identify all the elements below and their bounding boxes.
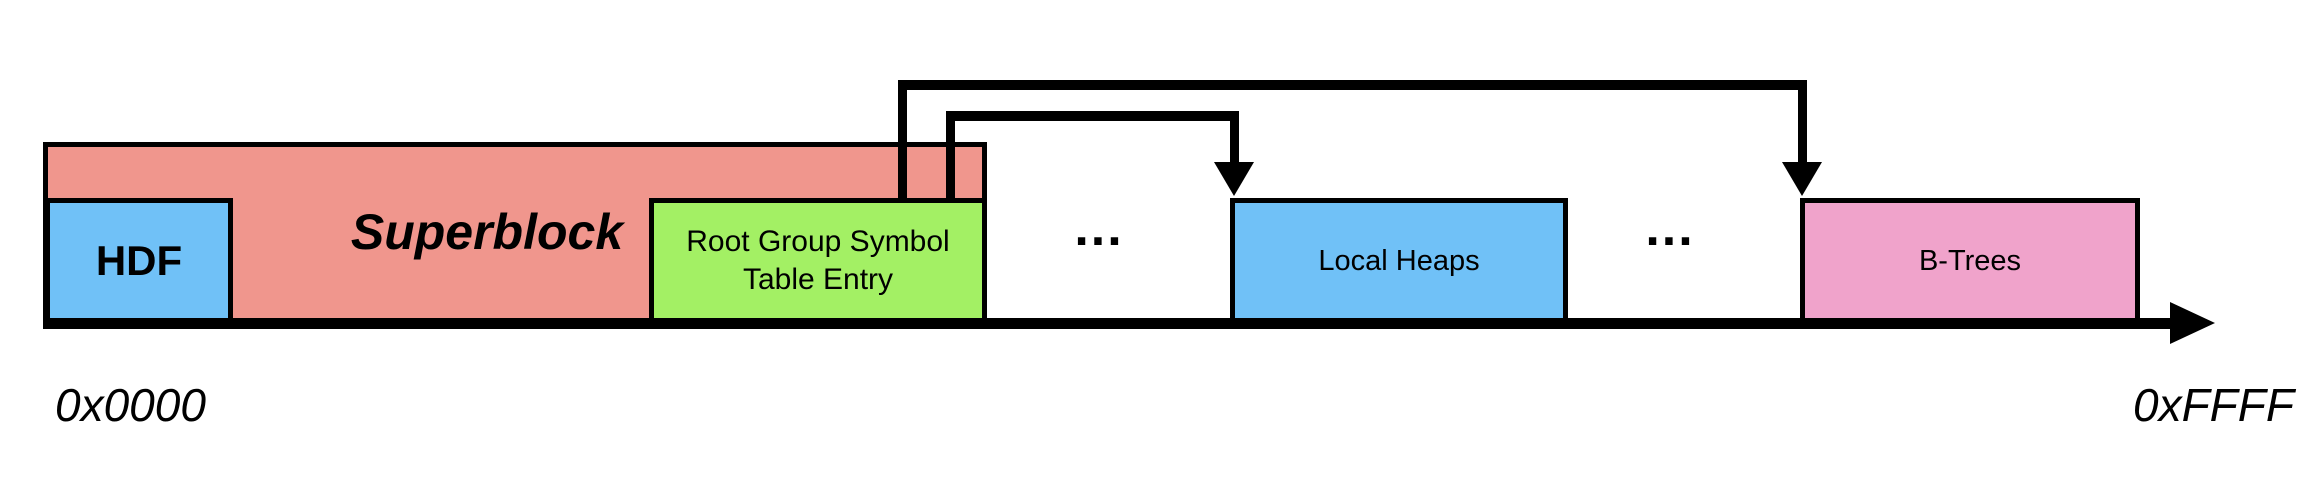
address-axis-arrowhead-icon: [2170, 302, 2215, 344]
arrow-to-b-trees-stem: [898, 80, 907, 203]
local-heaps-label: Local Heaps: [1318, 244, 1480, 277]
ellipsis-1: ...: [1074, 199, 1124, 257]
b-trees-block: B-Trees: [1800, 198, 2140, 324]
arrow-to-local-heaps-horizontal: [946, 111, 1239, 121]
hdf-label: HDF: [95, 237, 183, 284]
hdf-block: HDF: [45, 198, 233, 324]
local-heaps-block: Local Heaps: [1230, 198, 1568, 324]
ellipsis-2: ...: [1645, 199, 1695, 257]
arrow-to-local-heaps-vertical: [1230, 111, 1239, 166]
root-group-symbol-table-entry-block: Root Group Symbol Table Entry: [649, 198, 987, 324]
address-axis-line: [43, 318, 2170, 329]
arrow-to-b-trees-vertical: [1798, 80, 1807, 166]
b-trees-label: B-Trees: [1918, 244, 2022, 277]
arrow-to-local-heaps-arrowhead-icon: [1214, 162, 1254, 196]
root-group-label: Root Group Symbol Table Entry: [686, 225, 950, 296]
superblock-label: Superblock: [350, 204, 624, 260]
axis-end-address-label: 0xFFFF: [2133, 379, 2294, 431]
axis-start-address-label: 0x0000: [55, 379, 206, 431]
arrow-to-b-trees-horizontal: [898, 80, 1807, 90]
arrow-to-b-trees-arrowhead-icon: [1782, 162, 1822, 196]
arrow-to-local-heaps-stem: [946, 111, 955, 203]
